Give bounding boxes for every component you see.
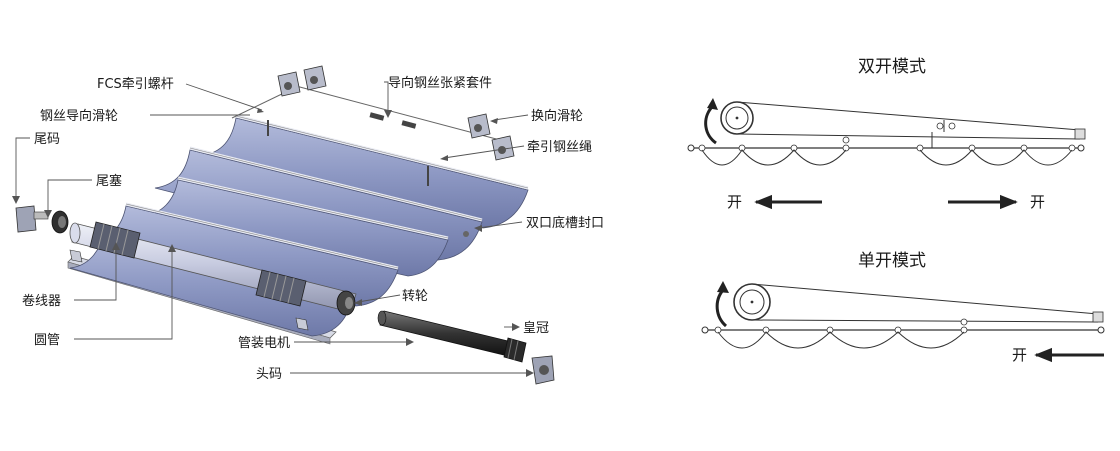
label-head-code: 头码 — [256, 367, 282, 382]
label-winder: 卷线器 — [22, 293, 61, 309]
tubular-motor — [377, 310, 513, 357]
label-traction-wire: 牵引钢丝绳 — [527, 140, 592, 155]
rotation-arrow-icon — [704, 104, 717, 145]
leader-lines — [15, 81, 530, 374]
label-guide-pulley: 钢丝导向滑轮 — [40, 108, 118, 124]
label-double-channel-seal: 双口底槽封口 — [526, 215, 604, 231]
winder-right — [255, 269, 307, 307]
double-open-mode: 双开模式 开 开 — [687, 57, 1086, 211]
wheel — [336, 290, 356, 316]
label-crown: 皇冠 — [523, 321, 549, 336]
fabric-panel — [89, 205, 399, 307]
single-direction-label: 开 — [1012, 346, 1027, 364]
crown — [503, 337, 527, 363]
fabric-folds-right — [919, 149, 1073, 166]
tail-plug — [51, 210, 69, 234]
rotation-arrow-icon — [715, 289, 728, 328]
exploded-view: FCS牵引螺杆 钢丝导向滑轮 尾码 尾塞 导向钢丝张紧套件 换向滑轮 牵引钢丝绳… — [12, 65, 604, 385]
label-tail-code: 尾码 — [34, 132, 60, 147]
fabric-panel — [141, 179, 449, 277]
double-left-direction-label: 开 — [727, 193, 742, 211]
fabric-folds — [717, 331, 965, 349]
label-tail-plug: 尾塞 — [96, 173, 122, 189]
label-turn-pulley: 换向滑轮 — [531, 108, 583, 124]
fabric-panel — [199, 117, 529, 229]
head-code — [531, 355, 555, 385]
fabric-panels — [69, 114, 529, 337]
label-wheel: 转轮 — [402, 289, 428, 304]
single-open-mode: 单开模式 开 — [701, 251, 1105, 364]
label-guide-tension-kit: 导向钢丝张紧套件 — [388, 75, 492, 91]
single-mode-title: 单开模式 — [858, 251, 926, 271]
label-fcs-screw: FCS牵引螺杆 — [97, 77, 174, 92]
traction-wire-assembly — [69, 65, 515, 331]
label-round-tube: 圆管 — [34, 333, 60, 348]
label-tubular-motor: 管装电机 — [238, 336, 290, 351]
double-mode-title: 双开模式 — [858, 57, 926, 77]
tail-code — [15, 205, 49, 233]
double-right-direction-label: 开 — [1030, 193, 1045, 211]
fabric-folds-left — [701, 149, 847, 166]
